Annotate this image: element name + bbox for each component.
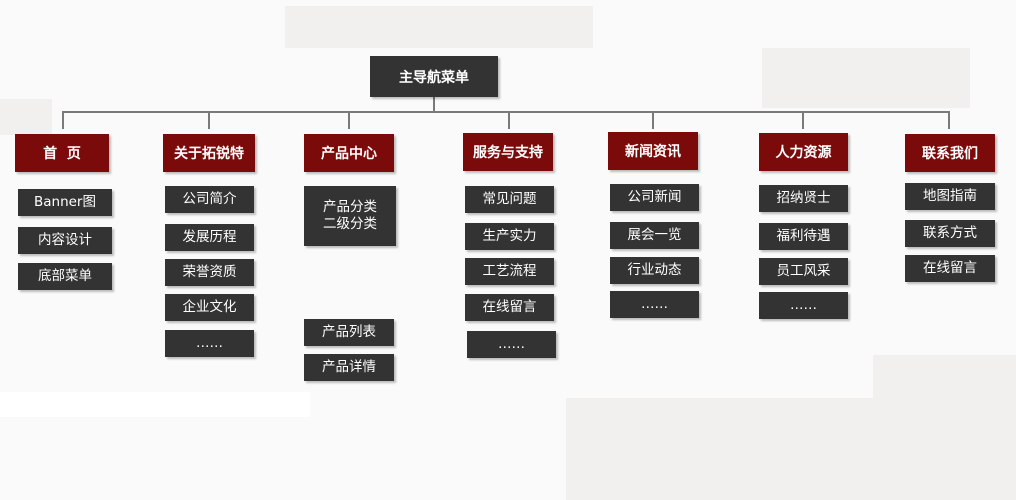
- category-products: 产品中心: [304, 134, 394, 172]
- item-more: ……: [610, 291, 699, 318]
- branch-connector: [508, 111, 510, 129]
- background-patch: [0, 99, 52, 135]
- item-product-detail: 产品详情: [304, 354, 394, 381]
- category-home: 首 页: [15, 134, 109, 172]
- item-exhibitions: 展会一览: [610, 222, 699, 249]
- branch-connector: [652, 111, 654, 129]
- item-product-category-line1: 产品分类: [323, 199, 377, 215]
- root-node: 主导航菜单: [370, 56, 498, 97]
- item-map-guide: 地图指南: [905, 183, 995, 210]
- item-banner: Banner图: [18, 189, 112, 216]
- root-connector: [433, 97, 435, 112]
- item-history: 发展历程: [165, 224, 254, 251]
- item-staff-style: 员工风采: [759, 258, 848, 285]
- category-service: 服务与支持: [463, 133, 553, 171]
- item-more: ……: [165, 330, 254, 357]
- branch-connector: [948, 111, 950, 129]
- item-contact-methods: 联系方式: [905, 220, 995, 247]
- item-more: ……: [759, 292, 848, 319]
- item-footer-menu: 底部菜单: [18, 263, 112, 290]
- horizontal-connector: [62, 111, 950, 113]
- branch-connector: [348, 111, 350, 129]
- category-hr: 人力资源: [759, 133, 848, 171]
- item-product-list: 产品列表: [304, 319, 394, 346]
- background-patch: [873, 355, 1016, 400]
- background-patch: [762, 48, 970, 108]
- item-online-message: 在线留言: [465, 294, 554, 321]
- branch-connector: [802, 111, 804, 129]
- item-more: ……: [467, 331, 556, 358]
- category-contact: 联系我们: [905, 134, 995, 172]
- branch-connector: [62, 111, 64, 129]
- item-company-profile: 公司简介: [165, 186, 254, 213]
- branch-connector: [208, 111, 210, 129]
- category-about: 关于拓锐特: [163, 134, 255, 172]
- background-patch: [285, 6, 593, 48]
- item-content-design: 内容设计: [18, 227, 112, 254]
- item-online-message: 在线留言: [905, 255, 995, 282]
- item-honors: 荣誉资质: [165, 259, 254, 286]
- item-recruitment: 招纳贤士: [759, 185, 848, 212]
- item-product-category-line2: 二级分类: [323, 216, 377, 232]
- item-process-flow: 工艺流程: [465, 258, 554, 285]
- background-patch: [566, 398, 1016, 500]
- item-company-news: 公司新闻: [610, 184, 699, 211]
- category-news: 新闻资讯: [608, 132, 698, 170]
- item-industry-news: 行业动态: [610, 257, 699, 284]
- background-patch: [0, 392, 310, 417]
- item-production-strength: 生产实力: [465, 223, 554, 250]
- item-benefits: 福利待遇: [759, 223, 848, 250]
- item-product-category: 产品分类 二级分类: [304, 186, 396, 246]
- item-culture: 企业文化: [165, 294, 254, 321]
- item-faq: 常见问题: [465, 186, 554, 213]
